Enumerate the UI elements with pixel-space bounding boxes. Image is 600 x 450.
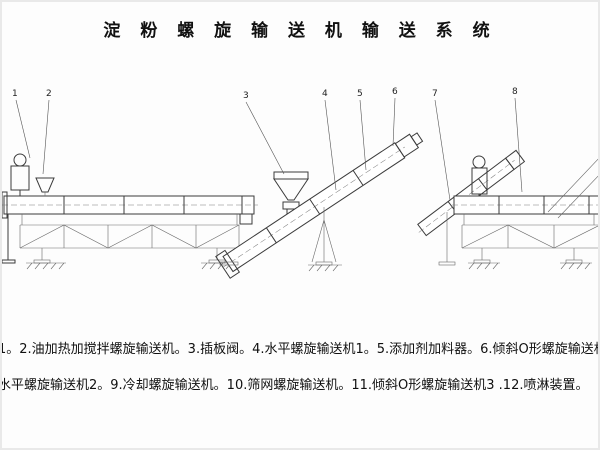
conveyor-system-drawing: 1 2 3 4 5 6 7 8 <box>2 87 598 279</box>
callout-3: 3 <box>243 91 249 101</box>
page-title: 淀 粉 螺 旋 输 送 机 输 送 系 统 <box>103 21 497 41</box>
inclined-conveyor-1 <box>215 132 424 279</box>
callout-4: 4 <box>322 89 328 99</box>
callouts: 1 2 3 4 5 6 7 8 <box>12 87 523 201</box>
horizontal-conveyor-2 <box>452 155 598 215</box>
horizontal-conveyor-1 <box>2 153 258 264</box>
truss-support-1 <box>19 214 241 270</box>
callout-1: 1 <box>12 89 18 99</box>
truss-support-2 <box>461 214 598 270</box>
callout-5: 5 <box>357 89 363 99</box>
conveyor-2-drive <box>471 155 488 196</box>
conveyor-1-outlet <box>239 213 253 225</box>
inclined-conveyor-3-partial <box>547 158 598 219</box>
oil-heating-mixer-drive <box>10 153 55 196</box>
callout-6: 6 <box>392 87 398 97</box>
callout-7: 7 <box>432 89 438 99</box>
legend-line-2: 水平螺旋输送机2。9.冷却螺旋输送机。10.筛网螺旋输送机。11.倾斜O形螺旋输… <box>2 378 589 393</box>
incline-2-motor <box>504 149 526 171</box>
legend-caption: 1。2.油加热加搅拌螺旋输送机。3.插板阀。4.水平螺旋输送机1。5.添加剂加料… <box>2 332 598 404</box>
callout-2: 2 <box>46 89 52 99</box>
legend-line-1: 1。2.油加热加搅拌螺旋输送机。3.插板阀。4.水平螺旋输送机1。5.添加剂加料… <box>2 342 598 357</box>
callout-8: 8 <box>512 87 518 97</box>
